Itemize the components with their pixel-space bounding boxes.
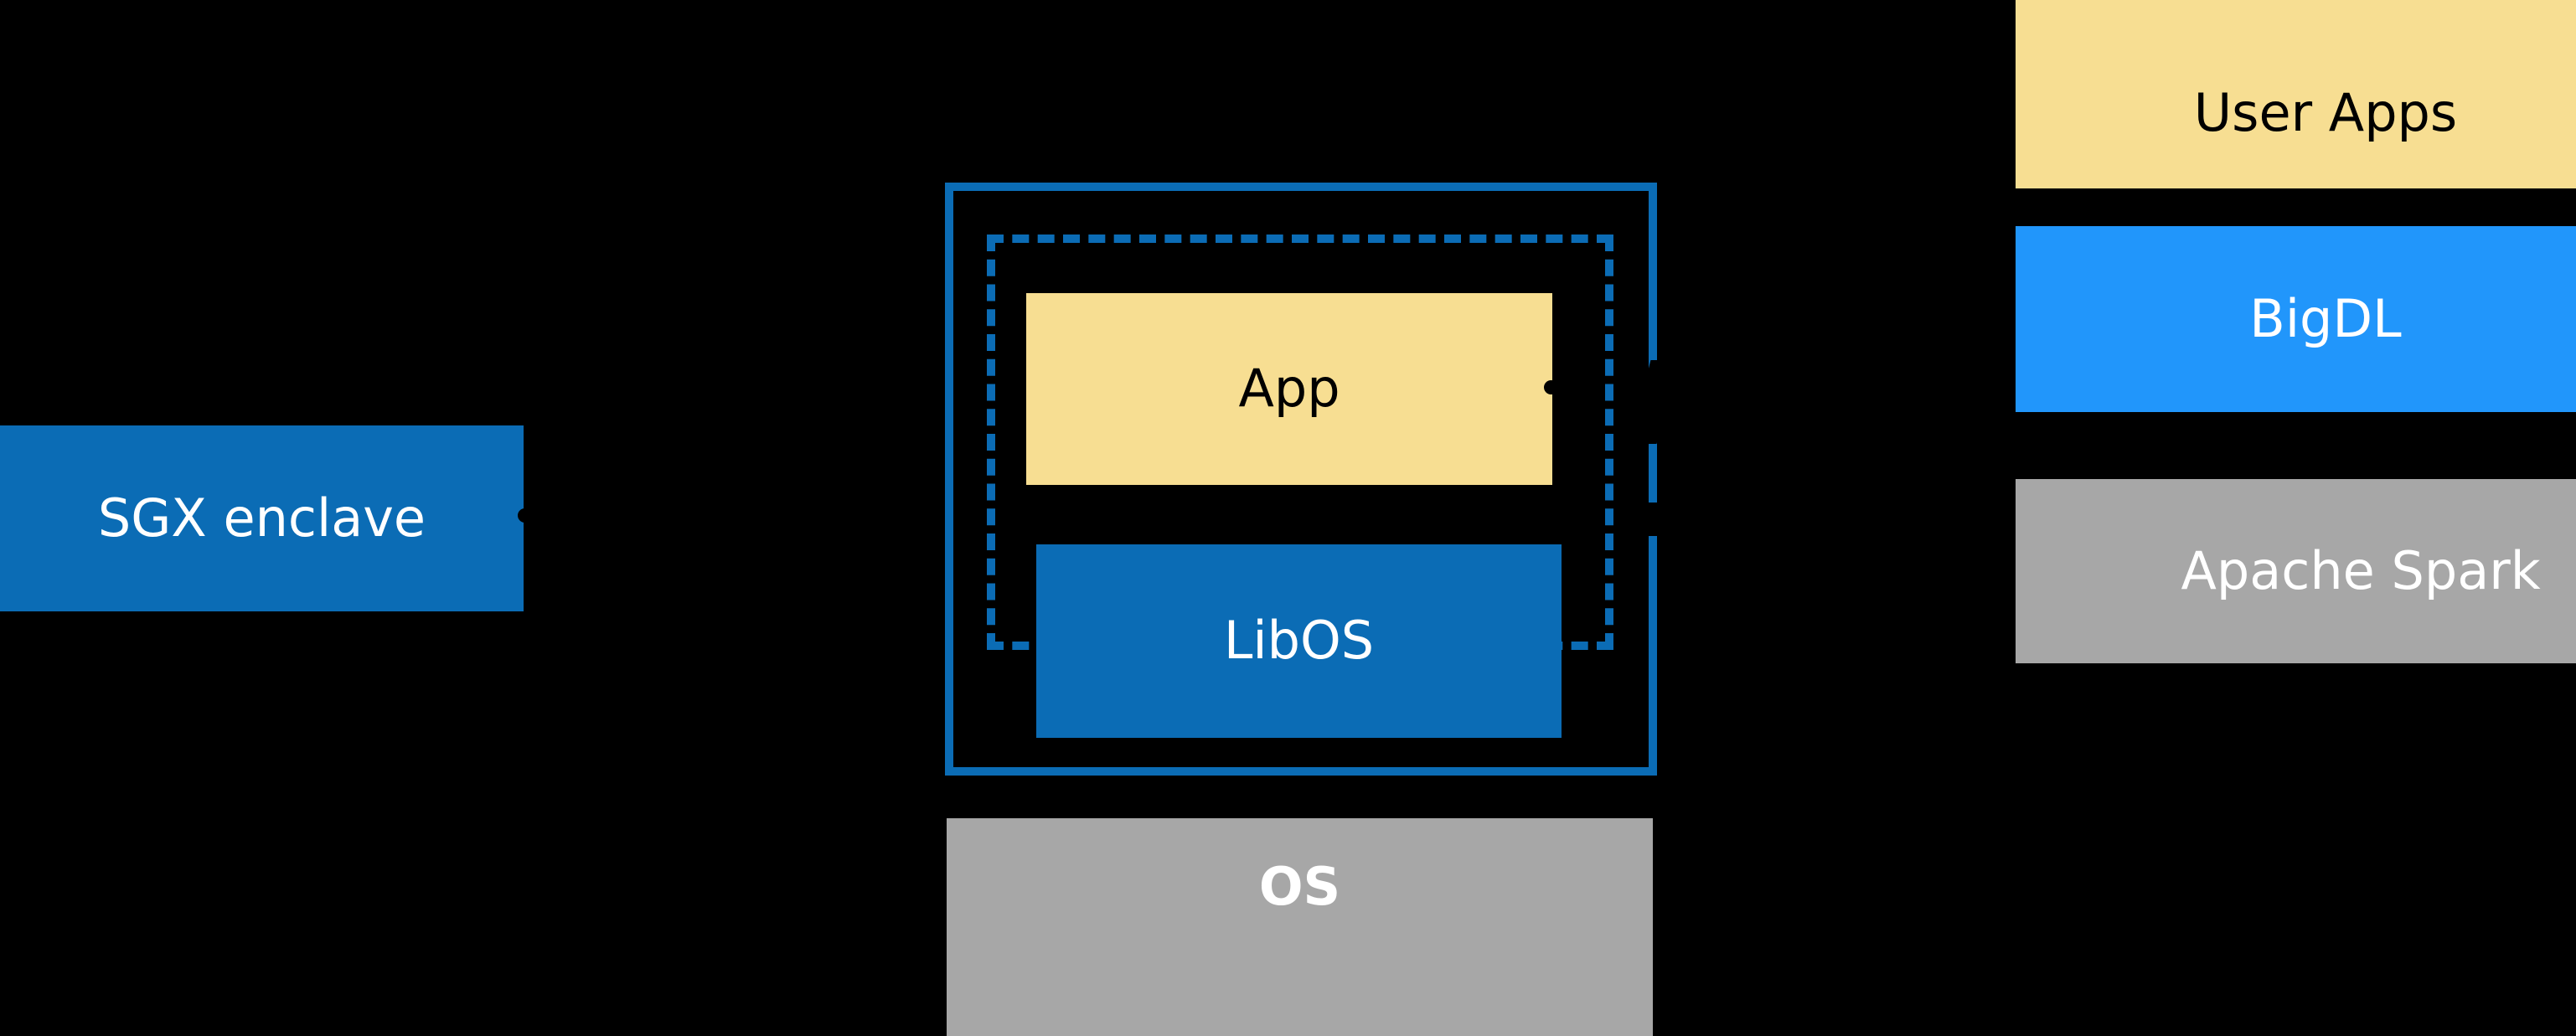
sgx-enclave-box: SGX enclave [0,425,524,611]
apache-spark-label: Apache Spark [2181,539,2541,601]
enclave-frame [945,183,1657,776]
app-connector-dot [1544,380,1558,394]
libos-label: LibOS [1223,610,1375,672]
bigdl-label: BigDL [2249,287,2402,349]
bigdl-box: BigDL [2016,226,2576,412]
libos-box: LibOS [1036,544,1562,738]
os-box: OS [947,818,1653,1036]
user-apps-label: User Apps [2193,81,2458,143]
apache-spark-box: Apache Spark [2016,479,2576,663]
sgx-enclave-label: SGX enclave [97,487,426,549]
os-label: OS [1258,856,1341,917]
app-label: App [1238,358,1340,420]
sgx-enclave-connector-dot [518,508,532,523]
app-box: App [1026,293,1552,485]
user-apps-box: User Apps [2016,0,2576,188]
